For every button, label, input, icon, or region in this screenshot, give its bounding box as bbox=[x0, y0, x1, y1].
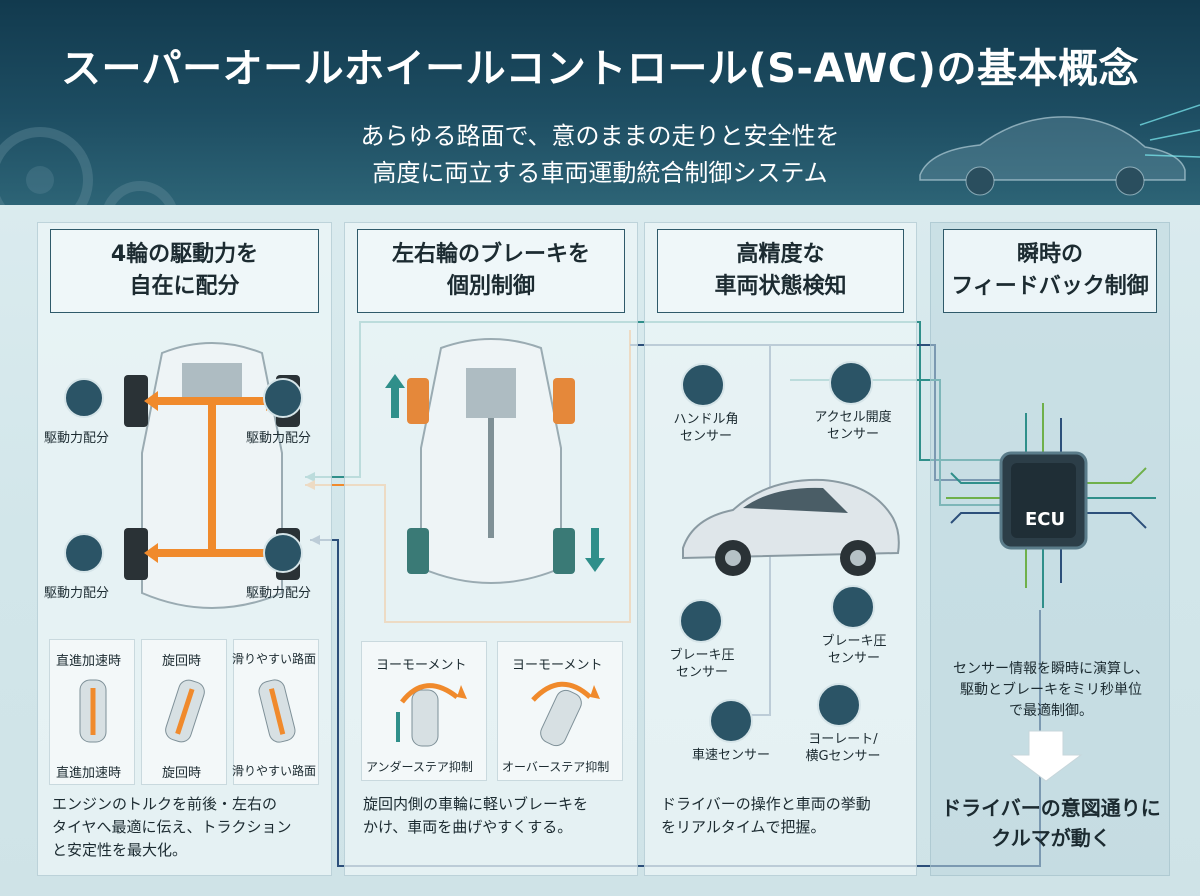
scene-label-top: 直進加速時 bbox=[56, 654, 122, 669]
panel-2-heading: 左右輪のブレーキを 個別制御 bbox=[357, 229, 625, 313]
panel-brake-control: 左右輪のブレーキを 個別制御 ヨーモーメント アンダーステア抑制 ヨーモーメント… bbox=[344, 222, 638, 876]
car-top-icon bbox=[165, 679, 205, 743]
panel-1-heading: 4輪の駆動力を 自在に配分 bbox=[50, 229, 319, 313]
header-banner: スーパーオールホイールコントロール(S-AWC)の基本概念 あらゆる路面で、意の… bbox=[0, 0, 1200, 205]
scene-label-bottom: 滑りやすい路面 bbox=[232, 764, 317, 778]
moment-label: オーバーステア抑制 bbox=[502, 760, 610, 774]
ecu-label: ECU bbox=[1025, 509, 1066, 530]
yaw-rate-icon bbox=[817, 683, 861, 727]
moment-title: ヨーモーメント bbox=[512, 658, 603, 673]
sedan-car-icon bbox=[682, 478, 900, 576]
drive-gauge-icon bbox=[263, 378, 303, 418]
panel-drive-distribution: 4輪の駆動力を 自在に配分 駆動力配分 駆動力配分 駆動力配分 駆動力配分 直進… bbox=[37, 222, 332, 876]
wheel-label-front-right: 駆動力配分 bbox=[246, 431, 312, 446]
moment-card-oversteer: ヨーモーメント オーバーステア抑制 bbox=[497, 641, 623, 781]
scene-label-top: 旋回時 bbox=[162, 654, 202, 669]
scene-label-top: 滑りやすい路面 bbox=[232, 652, 317, 666]
sensor-label-accelerator: アクセル開度 センサー bbox=[814, 410, 892, 442]
subtitle-line-2: 高度に両立する車両運動統合制御システム bbox=[372, 159, 828, 187]
yaw-moment-icon bbox=[531, 681, 600, 747]
sensor-label-steering: ハンドル角 センサー bbox=[673, 412, 739, 444]
scene-card-slippery: 滑りやすい路面 滑りやすい路面 bbox=[232, 639, 319, 785]
scene-card-straight: 直進加速時 直進加速時 bbox=[49, 639, 135, 785]
scene-label-bottom: 旋回時 bbox=[162, 766, 202, 781]
speedometer-icon bbox=[709, 699, 753, 743]
moment-title: ヨーモーメント bbox=[376, 658, 467, 673]
sensor-label-yaw-rate: ヨーレート/ 横Gセンサー bbox=[805, 732, 881, 764]
ecu-circuit-lines bbox=[946, 403, 1156, 608]
wheel-label-front-left: 駆動力配分 bbox=[44, 431, 110, 446]
result-message: ドライバーの意図通りに クルマが動く bbox=[941, 796, 1161, 850]
ecu-description: センサー情報を瞬時に演算し、 駆動とブレーキをミリ秒単位 で最適制御。 bbox=[953, 661, 1149, 719]
panel-2-description: 旋回内側の車輪に軽いブレーキを かけ、車両を曲げやすくする。 bbox=[363, 795, 589, 836]
panel-4-heading: 瞬時の フィードバック制御 bbox=[943, 229, 1157, 313]
car-top-icon bbox=[79, 679, 107, 743]
accelerator-pedal-icon bbox=[829, 361, 873, 405]
sensor-label-brake-pressure-pedal: ブレーキ圧 センサー bbox=[669, 648, 735, 680]
drive-gauge-icon bbox=[263, 533, 303, 573]
arrow-down-icon bbox=[1009, 730, 1083, 782]
gear-icon bbox=[0, 127, 176, 205]
panel-feedback-control: 瞬時の フィードバック制御 ECU センサー情報を瞬時に演算し、 駆動とブレーキ… bbox=[930, 222, 1170, 876]
wheel-label-rear-left: 駆動力配分 bbox=[44, 586, 110, 601]
sensor-label-vehicle-speed: 車速センサー bbox=[691, 748, 770, 763]
panel-3-description: ドライバーの操作と車両の挙動 をリアルタイムで把握。 bbox=[661, 795, 871, 836]
panel-vehicle-sensing: 高精度な 車両状態検知 ハンドル角 センサー アクセル開度 センサー ブレーキ圧… bbox=[644, 222, 917, 876]
brake-disc-icon bbox=[831, 585, 875, 629]
moment-label: アンダーステア抑制 bbox=[366, 760, 473, 774]
panel-3-heading: 高精度な 車両状態検知 bbox=[657, 229, 904, 313]
wheel-label-rear-right: 駆動力配分 bbox=[246, 586, 312, 601]
drive-gauge-icon bbox=[64, 533, 104, 573]
scene-card-turning: 旋回時 旋回時 bbox=[141, 639, 227, 785]
steering-wheel-icon bbox=[681, 363, 725, 407]
car-chassis-brake-diagram bbox=[385, 338, 605, 584]
panel-1-description: エンジンのトルクを前後・左右の タイヤへ最適に伝え、トラクション と安定性を最大… bbox=[52, 795, 292, 859]
car-silhouette-icon bbox=[919, 104, 1200, 196]
page-title: スーパーオールホイールコントロール(S-AWC)の基本概念 bbox=[61, 46, 1139, 92]
drive-gauge-icon bbox=[64, 378, 104, 418]
page-subtitle: あらゆる路面で、意のままの走りと安全性を 高度に両立する車両運動統合制御システム bbox=[0, 118, 1200, 192]
brake-pedal-icon bbox=[679, 599, 723, 643]
yaw-moment-icon bbox=[396, 683, 467, 747]
sensor-label-brake-pressure: ブレーキ圧 センサー bbox=[821, 634, 887, 666]
scene-label-bottom: 直進加速時 bbox=[56, 766, 122, 781]
subtitle-line-1: あらゆる路面で、意のままの走りと安全性を bbox=[360, 122, 840, 150]
car-top-icon bbox=[258, 679, 296, 743]
moment-card-understeer: ヨーモーメント アンダーステア抑制 bbox=[361, 641, 487, 781]
